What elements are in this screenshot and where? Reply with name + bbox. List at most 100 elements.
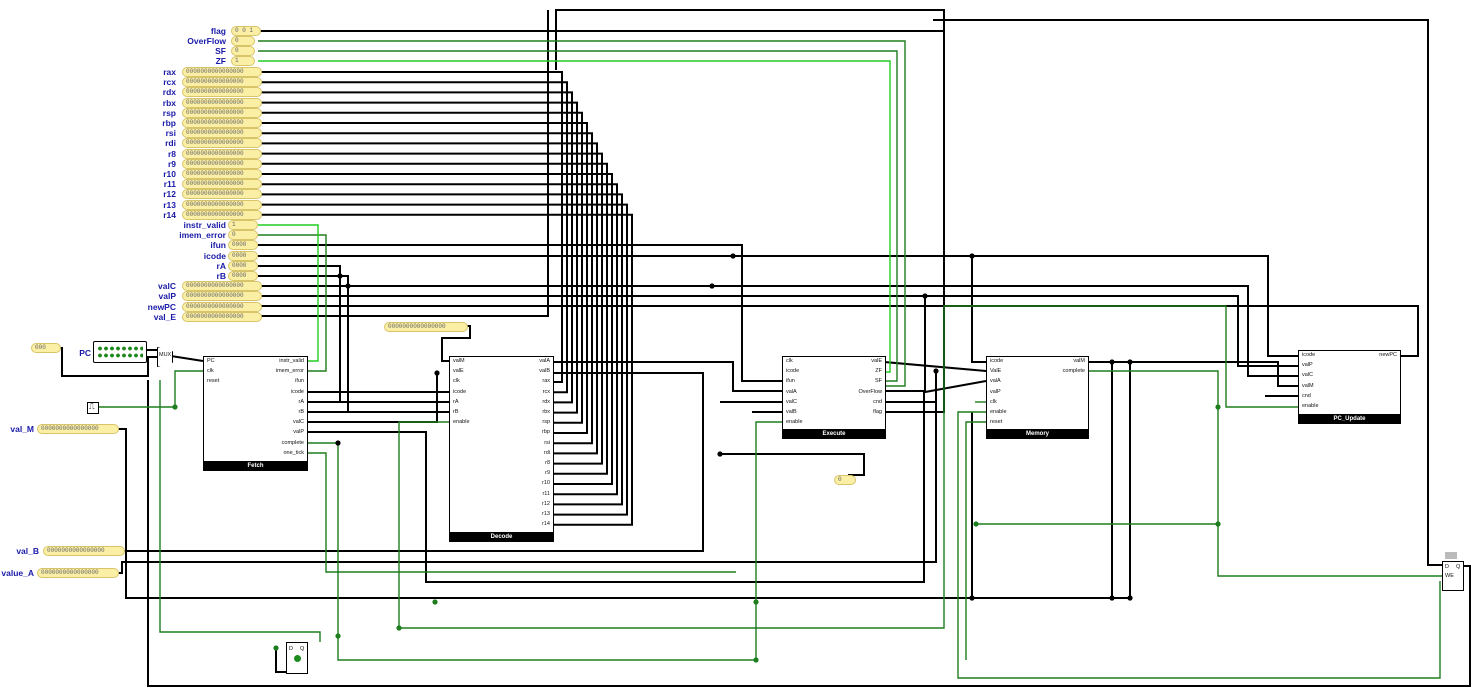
valc-to-decode-wire — [306, 373, 438, 423]
register-rbp-label: rbp — [162, 118, 176, 128]
bright-green-wires — [258, 60, 891, 373]
status-flag-probe[interactable]: 0 0 1 — [231, 26, 261, 36]
decode-pin-rdi: rdi — [543, 449, 550, 456]
sf-wire — [258, 50, 898, 382]
register-wire-7 — [258, 142, 598, 455]
pc-update-pin-valc: valC — [1302, 372, 1314, 379]
pc-label: PC — [79, 348, 91, 358]
fetch-val-e-probe[interactable]: 0000000000000000 — [182, 311, 262, 322]
decode-pin-icode: icode — [453, 388, 467, 395]
ff-state-indicator — [294, 655, 301, 662]
ifun-wire — [258, 244, 782, 382]
mux-label: MUX — [159, 352, 172, 358]
register-r11-probe[interactable]: 0000000000000000 — [182, 179, 262, 190]
pc-update-title: PC_Update — [1298, 414, 1401, 424]
junction-dot — [335, 440, 341, 446]
reg-we-pin: WE — [1445, 573, 1454, 579]
imem-error-wire — [258, 234, 327, 372]
register-rbp-probe[interactable]: 0000000000000000 — [182, 118, 262, 128]
decode-pin-rsi: rsi — [544, 439, 550, 446]
register-rax-probe[interactable]: 0000000000000000 — [182, 67, 262, 77]
register-wire-9 — [258, 162, 608, 475]
fetch-newpc-probe[interactable]: 0000000000000000 — [182, 301, 262, 312]
decode-pin-enable: enable — [453, 419, 470, 426]
register-rbx-probe[interactable]: 0000000000000000 — [182, 97, 262, 108]
execute-pin-vale: valE — [871, 358, 882, 364]
register-rsp-probe[interactable]: 0000000000000000 — [182, 107, 262, 118]
register-r10-probe[interactable]: 0000000000000000 — [182, 169, 262, 179]
fetch-ra-probe[interactable]: 0000 — [228, 260, 258, 271]
flag-return-wire — [884, 31, 945, 413]
junction-dot — [730, 253, 736, 259]
register-r14-probe[interactable]: 0000000000000000 — [182, 209, 262, 220]
register-wire-2 — [258, 91, 573, 404]
small-flipflop[interactable]: D Q — [286, 642, 308, 674]
fetch-valp-probe[interactable]: 0000000000000000 — [182, 291, 262, 302]
junction-dot — [1215, 404, 1221, 410]
decode-pin-r8: r8 — [545, 460, 550, 466]
junction-dot — [922, 293, 928, 299]
register-r12-probe[interactable]: 0000000000000000 — [182, 189, 262, 200]
junction-dot — [345, 283, 351, 289]
register-r13-label: r13 — [163, 199, 176, 210]
value-a-input[interactable]: 0000000000000000 — [37, 568, 119, 578]
memory-pin-valm: valM — [1073, 358, 1085, 364]
junction-dots — [172, 253, 1221, 663]
execute-pin-overflow: OverFlow — [858, 388, 882, 395]
status-overflow-probe[interactable]: 0 — [231, 36, 255, 46]
pc-update-pin-valm: valM — [1302, 382, 1314, 389]
valm-pcu-wire — [1130, 361, 1298, 387]
fetch-valc-probe[interactable]: 0000000000000000 — [182, 281, 262, 292]
decode-pin-r9: r9 — [545, 470, 550, 477]
val-m-input[interactable]: 0000000000000000 — [37, 424, 119, 434]
register-rcx-probe[interactable]: 0000000000000000 — [182, 77, 262, 88]
junction-dot — [969, 253, 975, 259]
clock-button[interactable]: ⎍ — [87, 402, 99, 414]
fetch-icode-probe[interactable]: 0000 — [228, 250, 258, 261]
register-rdx-probe[interactable]: 0000000000000000 — [182, 87, 262, 98]
status-sf-probe[interactable]: 0 — [231, 46, 255, 56]
ff-q-pin: Q — [300, 646, 305, 652]
decode-constant[interactable]: 0000000000000000 — [384, 322, 468, 332]
pc-constant[interactable]: 000 — [31, 343, 61, 353]
value-a-label: value_A — [1, 568, 34, 578]
fetch-imem-error-probe[interactable]: 0 — [228, 230, 258, 241]
fetch-imem-error-label: imem_error — [179, 230, 226, 241]
fetch-icode-label: icode — [203, 250, 226, 261]
register-rsi-probe[interactable]: 0000000000000000 — [182, 128, 262, 139]
execute-pin-valc: valC — [786, 398, 798, 405]
execute-constant[interactable]: 0 — [834, 475, 856, 485]
pc-register-bits — [97, 345, 143, 359]
fetch-rb-probe[interactable]: 0000 — [228, 271, 258, 281]
fetch-instr-valid-probe[interactable]: 1 — [228, 220, 258, 230]
fetch-pin-ifun: ifun — [295, 378, 304, 385]
junction-dot — [709, 283, 715, 289]
right-register-box[interactable]: D Q WE — [1442, 561, 1464, 591]
icode-mem-wire — [971, 256, 986, 363]
cnd-wire — [884, 371, 937, 403]
register-wire-4 — [258, 111, 583, 424]
status-flag-label: flag — [210, 26, 226, 36]
register-r8-probe[interactable]: 0000000000000000 — [182, 148, 262, 159]
decode-pin-ra: rA — [453, 398, 459, 405]
fetch-val-e-label: val_E — [153, 311, 176, 322]
ff-d-pin: D — [289, 646, 293, 652]
status-zf-probe[interactable]: 1 — [231, 56, 255, 66]
register-r9-probe[interactable]: 0000000000000000 — [182, 158, 262, 169]
pc-register[interactable] — [93, 341, 147, 363]
fetch-ifun-probe[interactable]: 0000 — [228, 240, 258, 251]
register-r11-label: r11 — [163, 179, 176, 190]
decode-pin-rsp: rsp — [542, 419, 550, 426]
junction-dot — [1127, 359, 1133, 365]
instr-valid-wire — [258, 224, 319, 362]
register-rdi-probe[interactable]: 0000000000000000 — [182, 138, 262, 149]
val-b-input[interactable]: 0000000000000000 — [43, 546, 125, 556]
register-r13-probe[interactable]: 0000000000000000 — [182, 199, 262, 210]
decode-pin-r13: r13 — [542, 511, 550, 517]
pc-update-pin-cnd: cnd — [1302, 392, 1311, 399]
